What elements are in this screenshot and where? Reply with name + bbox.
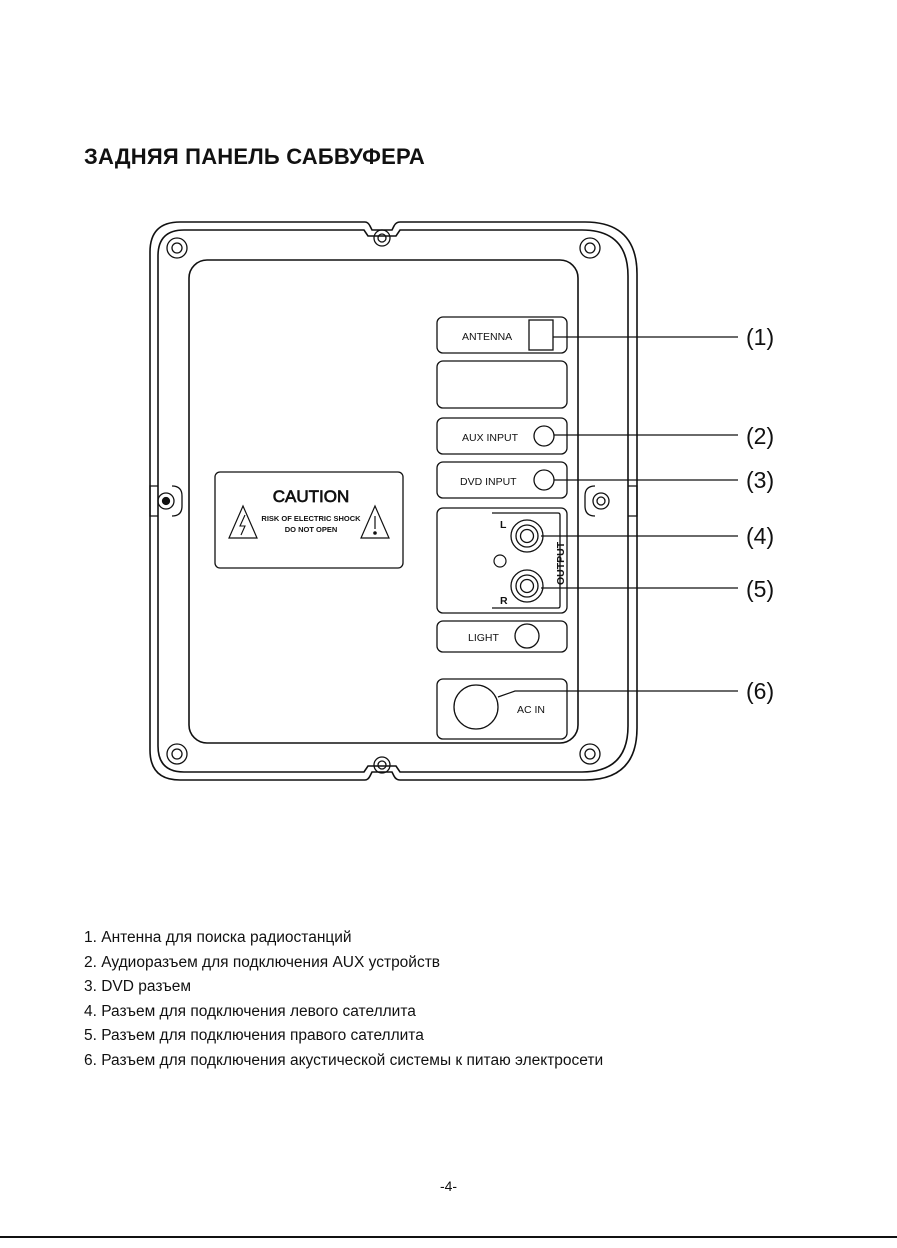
screw-icon bbox=[157, 492, 175, 510]
screw-icon bbox=[166, 743, 188, 765]
callout-lines bbox=[497, 336, 738, 698]
callout-labels: (1) (2) (3) (4) (5) (6) bbox=[746, 324, 774, 704]
legend-item: 3. DVD разъем bbox=[84, 978, 192, 996]
caution-line2: DO NOT OPEN bbox=[285, 525, 338, 534]
callout-6: (6) bbox=[746, 678, 774, 704]
power-cord-inlet bbox=[453, 684, 499, 730]
callout-5: (5) bbox=[746, 576, 774, 602]
rca-jack-left bbox=[510, 519, 544, 553]
ac-in-label: AC IN bbox=[517, 704, 545, 716]
aux-jack bbox=[533, 425, 555, 447]
callout-1: (1) bbox=[746, 324, 774, 350]
light-button bbox=[514, 623, 540, 649]
antenna-socket bbox=[528, 319, 554, 351]
screw-icon bbox=[373, 756, 391, 774]
legend-list: 1. Антенна для поиска радиостанций 2. Ау… bbox=[84, 926, 603, 1074]
exclamation-warning-icon bbox=[360, 504, 390, 539]
antenna-connector: ANTENNA bbox=[436, 316, 568, 354]
screw-icon bbox=[373, 229, 391, 247]
ac-in-connector: AC IN bbox=[436, 678, 568, 740]
blank-plate bbox=[436, 360, 568, 409]
screw-icon bbox=[579, 237, 601, 259]
dvd-jack bbox=[533, 469, 555, 491]
screw-icon bbox=[166, 237, 188, 259]
panel-housing bbox=[149, 221, 638, 781]
callout-3: (3) bbox=[746, 467, 774, 493]
indicator-led bbox=[493, 554, 507, 568]
legend-item: 2. Аудиоразъем для подключения AUX устро… bbox=[84, 953, 441, 971]
dvd-input-label: DVD INPUT bbox=[460, 476, 517, 488]
callout-line-6 bbox=[497, 690, 738, 698]
electric-shock-warning-icon bbox=[228, 504, 258, 539]
page-number: -4- bbox=[439, 1178, 458, 1194]
callout-2: (2) bbox=[746, 423, 774, 449]
output-right-label: R bbox=[500, 595, 508, 607]
light-label: LIGHT bbox=[468, 632, 500, 644]
output-connectors: L R OUTPUT bbox=[436, 507, 568, 614]
dvd-input-connector: DVD INPUT bbox=[436, 461, 568, 499]
corner-screws bbox=[157, 229, 610, 774]
caution-heading: CAUTION bbox=[273, 487, 350, 506]
side-bosses bbox=[149, 485, 638, 517]
legend-item: 1. Антенна для поиска радиостанций bbox=[84, 929, 352, 946]
output-label: OUTPUT bbox=[555, 541, 567, 585]
light-switch: LIGHT bbox=[436, 620, 568, 653]
antenna-label: ANTENNA bbox=[462, 331, 512, 343]
caution-label: CAUTION RISK OF ELECTRIC SHOCK DO NOT OP… bbox=[214, 471, 404, 569]
callout-4: (4) bbox=[746, 523, 774, 549]
screw-icon bbox=[579, 743, 601, 765]
aux-input-connector: AUX INPUT bbox=[436, 417, 568, 455]
bottom-rule bbox=[0, 1236, 897, 1238]
output-left-label: L bbox=[500, 519, 507, 531]
legend-item: 5. Разъем для подключения правого сателл… bbox=[84, 1027, 424, 1045]
page-title: ЗАДНЯЯ ПАНЕЛЬ САБВУФЕРА bbox=[84, 144, 426, 169]
legend-item: 4. Разъем для подключения левого сателли… bbox=[84, 1002, 416, 1020]
legend-item: 6. Разъем для подключения акустической с… bbox=[84, 1051, 604, 1069]
caution-line1: RISK OF ELECTRIC SHOCK bbox=[261, 514, 361, 523]
rca-jack-right bbox=[510, 569, 544, 603]
aux-input-label: AUX INPUT bbox=[462, 432, 519, 444]
screw-icon bbox=[592, 492, 610, 510]
